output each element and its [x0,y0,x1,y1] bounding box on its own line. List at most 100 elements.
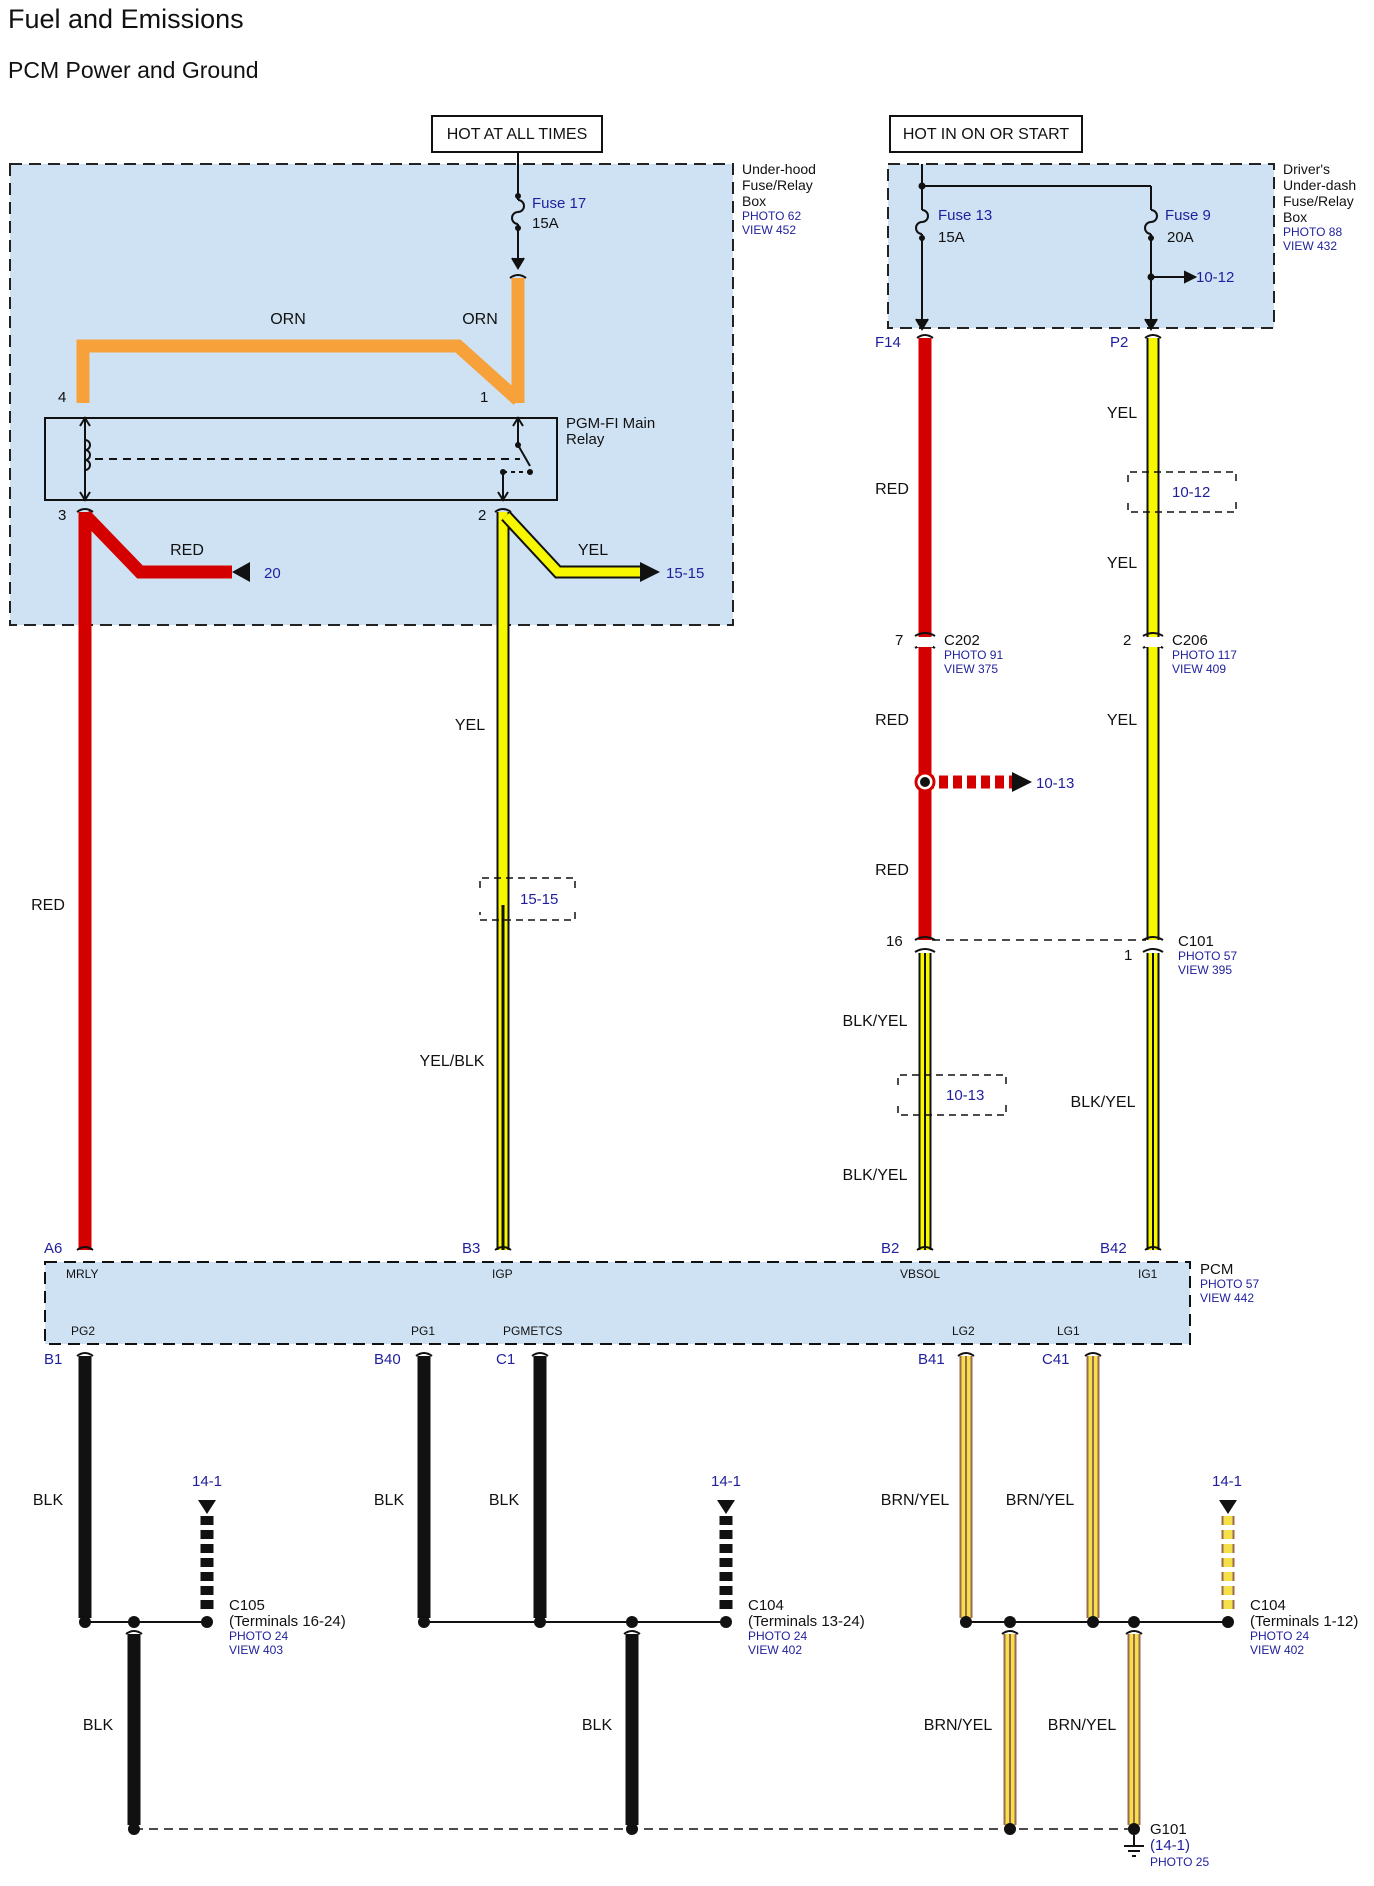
red-branch-10-13 [925,772,1032,792]
ref-15-15-link[interactable]: 15-15 [666,565,704,582]
header-hot-in-on-or-start: HOT IN ON OR START [889,115,1083,153]
pcm-pin-vbsol: VBSOL [900,1267,940,1281]
terminal-b41: B41 [918,1351,945,1368]
g101-photo[interactable]: PHOTO 25 [1150,1855,1209,1869]
underdash-box-label-1: Driver's [1283,161,1330,177]
yel-wire-b3 [496,511,660,905]
c104a-name: C104 [748,1597,784,1614]
c101-photo[interactable]: PHOTO 57 [1178,949,1237,963]
terminal-b2: B2 [881,1240,899,1257]
fuse-17 [511,152,525,270]
pcm-top-pins [76,1246,1162,1251]
yel-wire-label: YEL [455,717,485,734]
underdash-fuse-relay-box [887,163,1275,329]
ref-10-13-link[interactable]: 10-13 [946,1087,984,1104]
pcm-photo[interactable]: PHOTO 57 [1200,1277,1259,1291]
underhood-box-label-3: Box [742,193,766,209]
pcm-pin-pg2: PG2 [71,1324,95,1338]
ref-15-15-link[interactable]: 15-15 [520,891,558,908]
pcm-pin-pgmetcs: PGMETCS [503,1324,562,1338]
ref-10-12-link[interactable]: 10-12 [1172,484,1210,501]
blk-yel-wire-label: BLK/YEL [843,1013,908,1030]
connector-mark [125,1630,143,1635]
ref-10-13-link[interactable]: 10-13 [1036,775,1074,792]
terminal-p2: P2 [1110,334,1128,351]
pcm-pin-ig1: IG1 [1138,1267,1158,1281]
brn-yel-wire-label: BRN/YEL [924,1717,993,1734]
fuse-13-node [919,235,925,241]
pcm-name: PCM [1200,1261,1233,1278]
c104a-view[interactable]: VIEW 402 [748,1643,802,1657]
connector-mark [76,508,94,513]
c104b-view[interactable]: VIEW 402 [1250,1643,1304,1657]
blk-wire-label: BLK [33,1492,64,1509]
fuse-9-node [1148,235,1154,241]
c104b-photo[interactable]: PHOTO 24 [1250,1629,1309,1643]
fuse-13-rating: 15A [938,229,965,246]
c104a-photo[interactable]: PHOTO 24 [748,1629,807,1643]
pcm-pin-pg1: PG1 [411,1324,435,1338]
orn-wire [76,278,525,405]
c202-view[interactable]: VIEW 375 [944,662,998,676]
c206-pin: 2 [1123,632,1131,649]
pcm-view[interactable]: VIEW 442 [1200,1291,1254,1305]
connector-mark [623,1630,641,1635]
connector-mark [1144,334,1162,339]
fuse-9-name: Fuse 9 [1165,207,1211,224]
c105-name: C105 [229,1597,265,1614]
red-wire-label: RED [875,712,909,729]
red-wire-label: RED [31,897,65,914]
brn-yel-wire-label: BRN/YEL [1048,1717,1117,1734]
blk-yel-wire-label: BLK/YEL [843,1167,908,1184]
ref-14-1-stub-c104a [717,1500,735,1614]
connector-mark [1125,1630,1143,1635]
connector-mark [916,334,934,339]
underdash-box-photo[interactable]: PHOTO 88 [1283,225,1342,239]
ref-14-1-link[interactable]: 14-1 [1212,1473,1242,1490]
underdash-box-view[interactable]: VIEW 432 [1283,239,1337,253]
blk-wire-label: BLK [582,1717,613,1734]
ref-20-link[interactable]: 20 [264,565,281,582]
c104a-bus [418,1616,732,1628]
blk-wire-label: BLK [489,1492,520,1509]
ref-14-1-stub-c105 [198,1500,216,1614]
header-hot-at-all-times-label: HOT AT ALL TIMES [447,126,588,143]
c202-photo[interactable]: PHOTO 91 [944,648,1003,662]
fuse-13-name: Fuse 13 [938,207,992,224]
relay-pin-4: 4 [58,389,66,406]
splice-ref-10-13: 10-13 [897,1074,1007,1116]
header-hot-in-on-or-start-label: HOT IN ON OR START [903,126,1069,143]
c105-terminals: (Terminals 16-24) [229,1613,346,1630]
fuse-13 [915,164,929,331]
g101-ref[interactable]: (14-1) [1150,1837,1190,1854]
ref-14-1-link[interactable]: 14-1 [192,1473,222,1490]
c105-view[interactable]: VIEW 403 [229,1643,283,1657]
blk-yel-wire-label: BLK/YEL [1071,1094,1136,1111]
fuse-17-name: Fuse 17 [532,195,586,212]
ref-14-1-link[interactable]: 14-1 [711,1473,741,1490]
c101-view[interactable]: VIEW 395 [1178,963,1232,977]
pcm-pin-lg1: LG1 [1057,1324,1080,1338]
underhood-box-photo[interactable]: PHOTO 62 [742,209,801,223]
c104b-terminals: (Terminals 1-12) [1250,1613,1358,1630]
underhood-box-view[interactable]: VIEW 452 [742,223,796,237]
splice-ref-15-15: 15-15 [479,877,576,921]
relay-pin-1: 1 [480,389,488,406]
terminal-b40: B40 [374,1351,401,1368]
terminal-b3: B3 [462,1240,480,1257]
pcm-box [44,1261,1191,1345]
c104a-terminals: (Terminals 13-24) [748,1613,865,1630]
orn-wire-label: ORN [270,311,306,328]
red-wire-label: RED [170,542,204,559]
c206-photo[interactable]: PHOTO 117 [1172,648,1237,662]
underhood-box-label-1: Under-hood [742,161,816,177]
yel-wire-label: YEL [578,542,608,559]
fuse-9-ref-link[interactable]: 10-12 [1196,269,1234,286]
c105-photo[interactable]: PHOTO 24 [229,1629,288,1643]
terminal-c1: C1 [496,1351,515,1368]
c206-view[interactable]: VIEW 409 [1172,662,1226,676]
c105-bus [79,1616,213,1628]
page-title: Fuel and Emissions [8,4,244,34]
c206-gap [1145,637,1161,647]
